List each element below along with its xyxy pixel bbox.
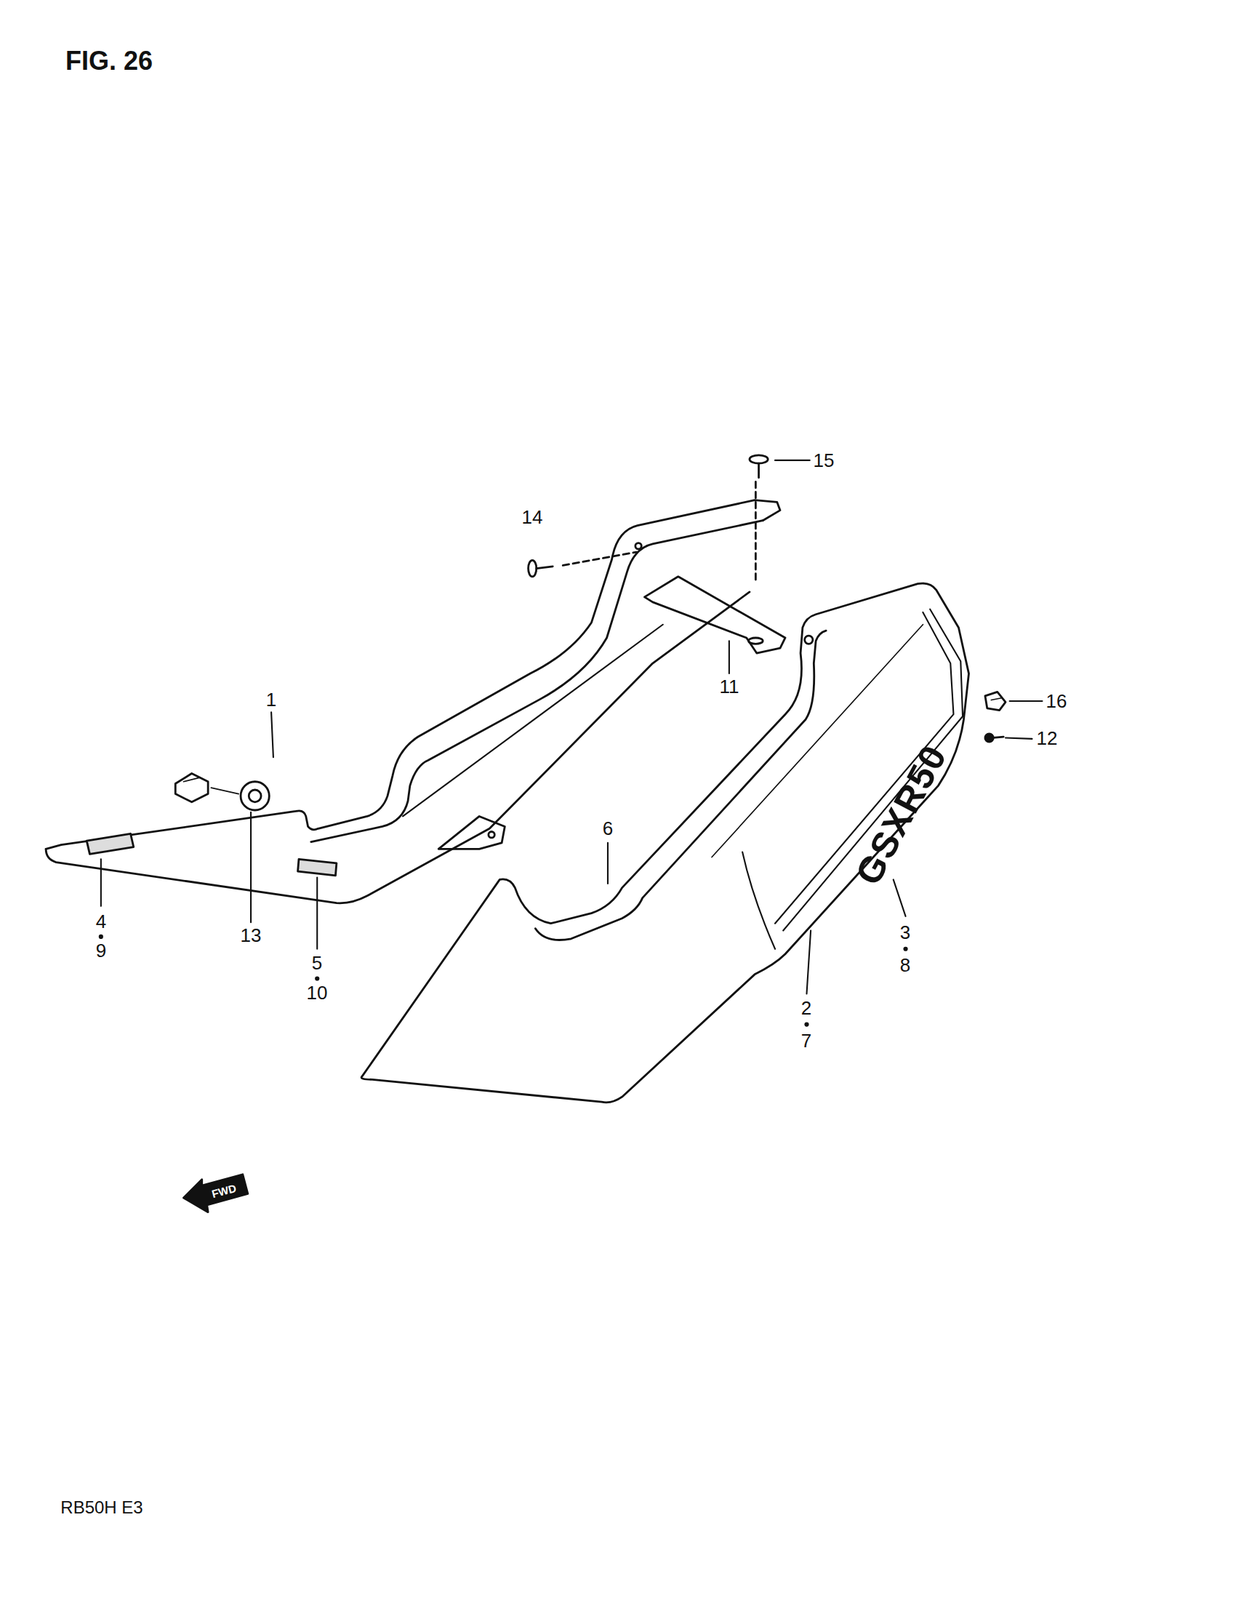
leader-lines [101,460,1043,994]
callout-number: 15 [813,450,835,470]
right-frame-cover [361,583,969,1103]
separator-dots [98,934,909,1027]
forward-arrow [183,1174,248,1213]
callout-number: 9 [95,940,107,960]
bracket [528,455,786,653]
decal-lettering: GSXR50 [849,738,954,890]
callout-number: 5 [311,953,323,973]
callout-number: 11 [719,676,740,696]
model-code: RB50H E3 [60,1498,143,1516]
callout-number: 13 [240,925,262,945]
left-frame-cover [45,500,781,904]
callout-number: 8 [900,955,911,975]
figure-title: FIG. 26 [65,47,153,75]
callout-number: 10 [306,982,328,1002]
callout-number: 16 [1046,691,1068,711]
callout-number: 1 [266,689,277,709]
callout-number: 3 [900,922,911,942]
callout-number: 6 [602,818,613,838]
callout-number: 2 [801,998,812,1018]
callout-number: 12 [1036,728,1058,748]
callout-number: 14 [522,507,544,527]
callout-number: 4 [95,911,107,931]
callout-number: 7 [801,1030,812,1050]
